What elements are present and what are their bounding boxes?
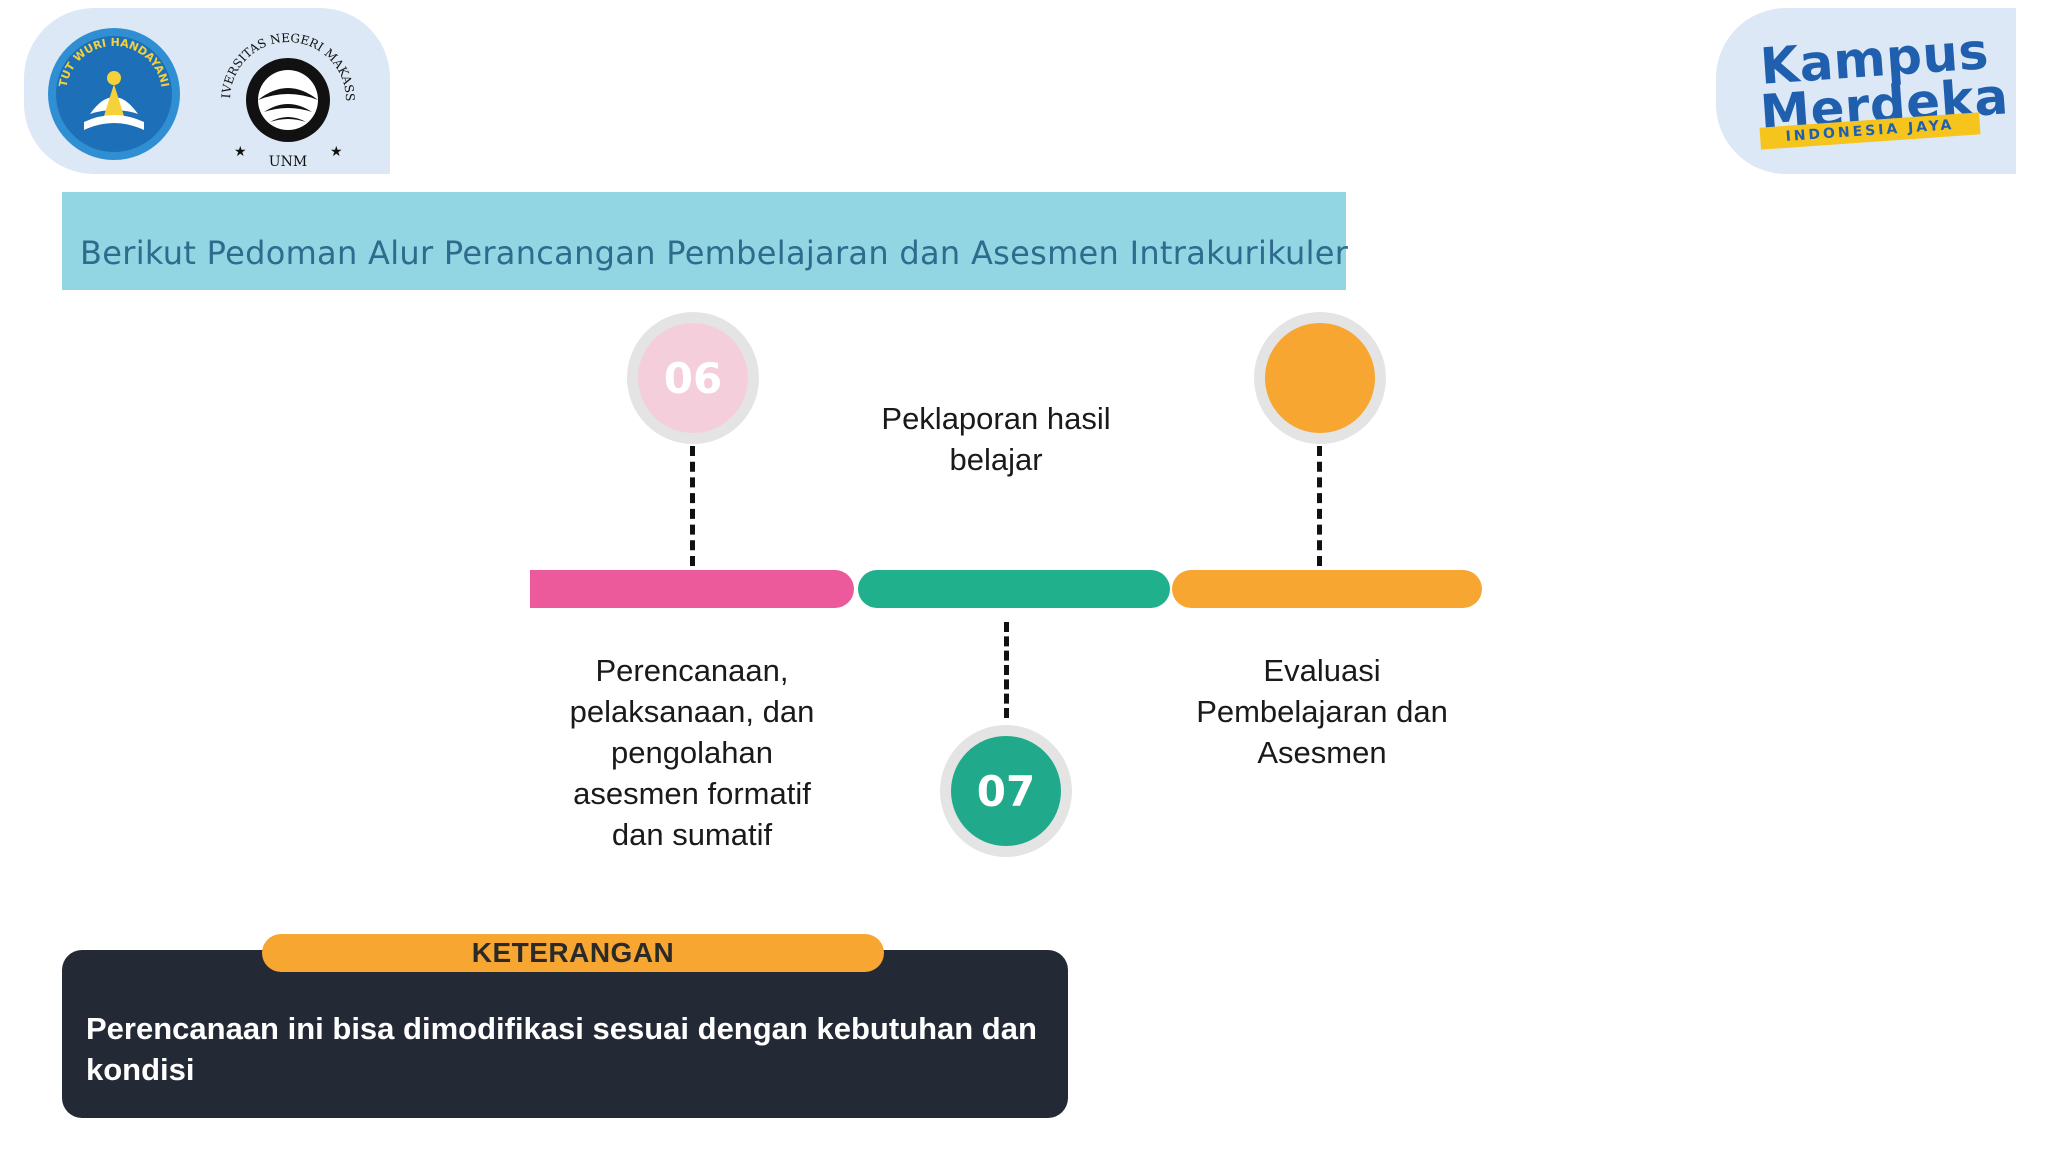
title-banner: Berikut Pedoman Alur Perancangan Pembela… <box>62 192 1349 290</box>
connector-step-06 <box>690 446 695 566</box>
step-08-label: Evaluasi Pembelajaran dan Asesmen <box>1196 653 1448 770</box>
note-heading: KETERANGAN <box>471 937 675 968</box>
milestone-06-number: 06 <box>638 323 748 433</box>
milestone-08 <box>1254 312 1386 444</box>
svg-text:UNM: UNM <box>269 154 307 168</box>
milestone-07-number: 07 <box>951 736 1061 846</box>
milestone-08-number <box>1265 323 1375 433</box>
note-heading-tab: KETERANGAN <box>262 934 884 972</box>
unm-logo-icon: UNIVERSITAS NEGERI MAKASSAR ★ ★ UNM <box>210 16 357 168</box>
timeline-bar-07 <box>858 570 1170 608</box>
note-text: Perencanaan ini bisa dimodifikasi sesuai… <box>86 1011 1037 1087</box>
logo-panel-left: TUT WURI HANDAYANI UNIVERSITAS NEGERI MA… <box>24 8 390 174</box>
svg-text:★: ★ <box>330 144 343 160</box>
logo-panel-right: Kampus Merdeka INDONESIA JAYA <box>1716 8 2016 174</box>
connector-step-07 <box>1004 622 1009 718</box>
step-06-label: Perencanaan, pelaksanaan, dan pengolahan… <box>569 653 815 852</box>
timeline-bar-06 <box>530 570 854 608</box>
svg-text:★: ★ <box>234 144 247 160</box>
connector-step-08 <box>1317 446 1322 566</box>
page-title: Berikut Pedoman Alur Perancangan Pembela… <box>80 234 1349 272</box>
milestone-06: 06 <box>627 312 759 444</box>
kemdikbud-logo-icon: TUT WURI HANDAYANI <box>48 28 180 160</box>
note-box: Perencanaan ini bisa dimodifikasi sesuai… <box>62 950 1068 1118</box>
step-07-label: Peklaporan hasil belajar <box>881 401 1111 477</box>
milestone-07: 07 <box>940 725 1072 857</box>
timeline-bar-08 <box>1172 570 1482 608</box>
